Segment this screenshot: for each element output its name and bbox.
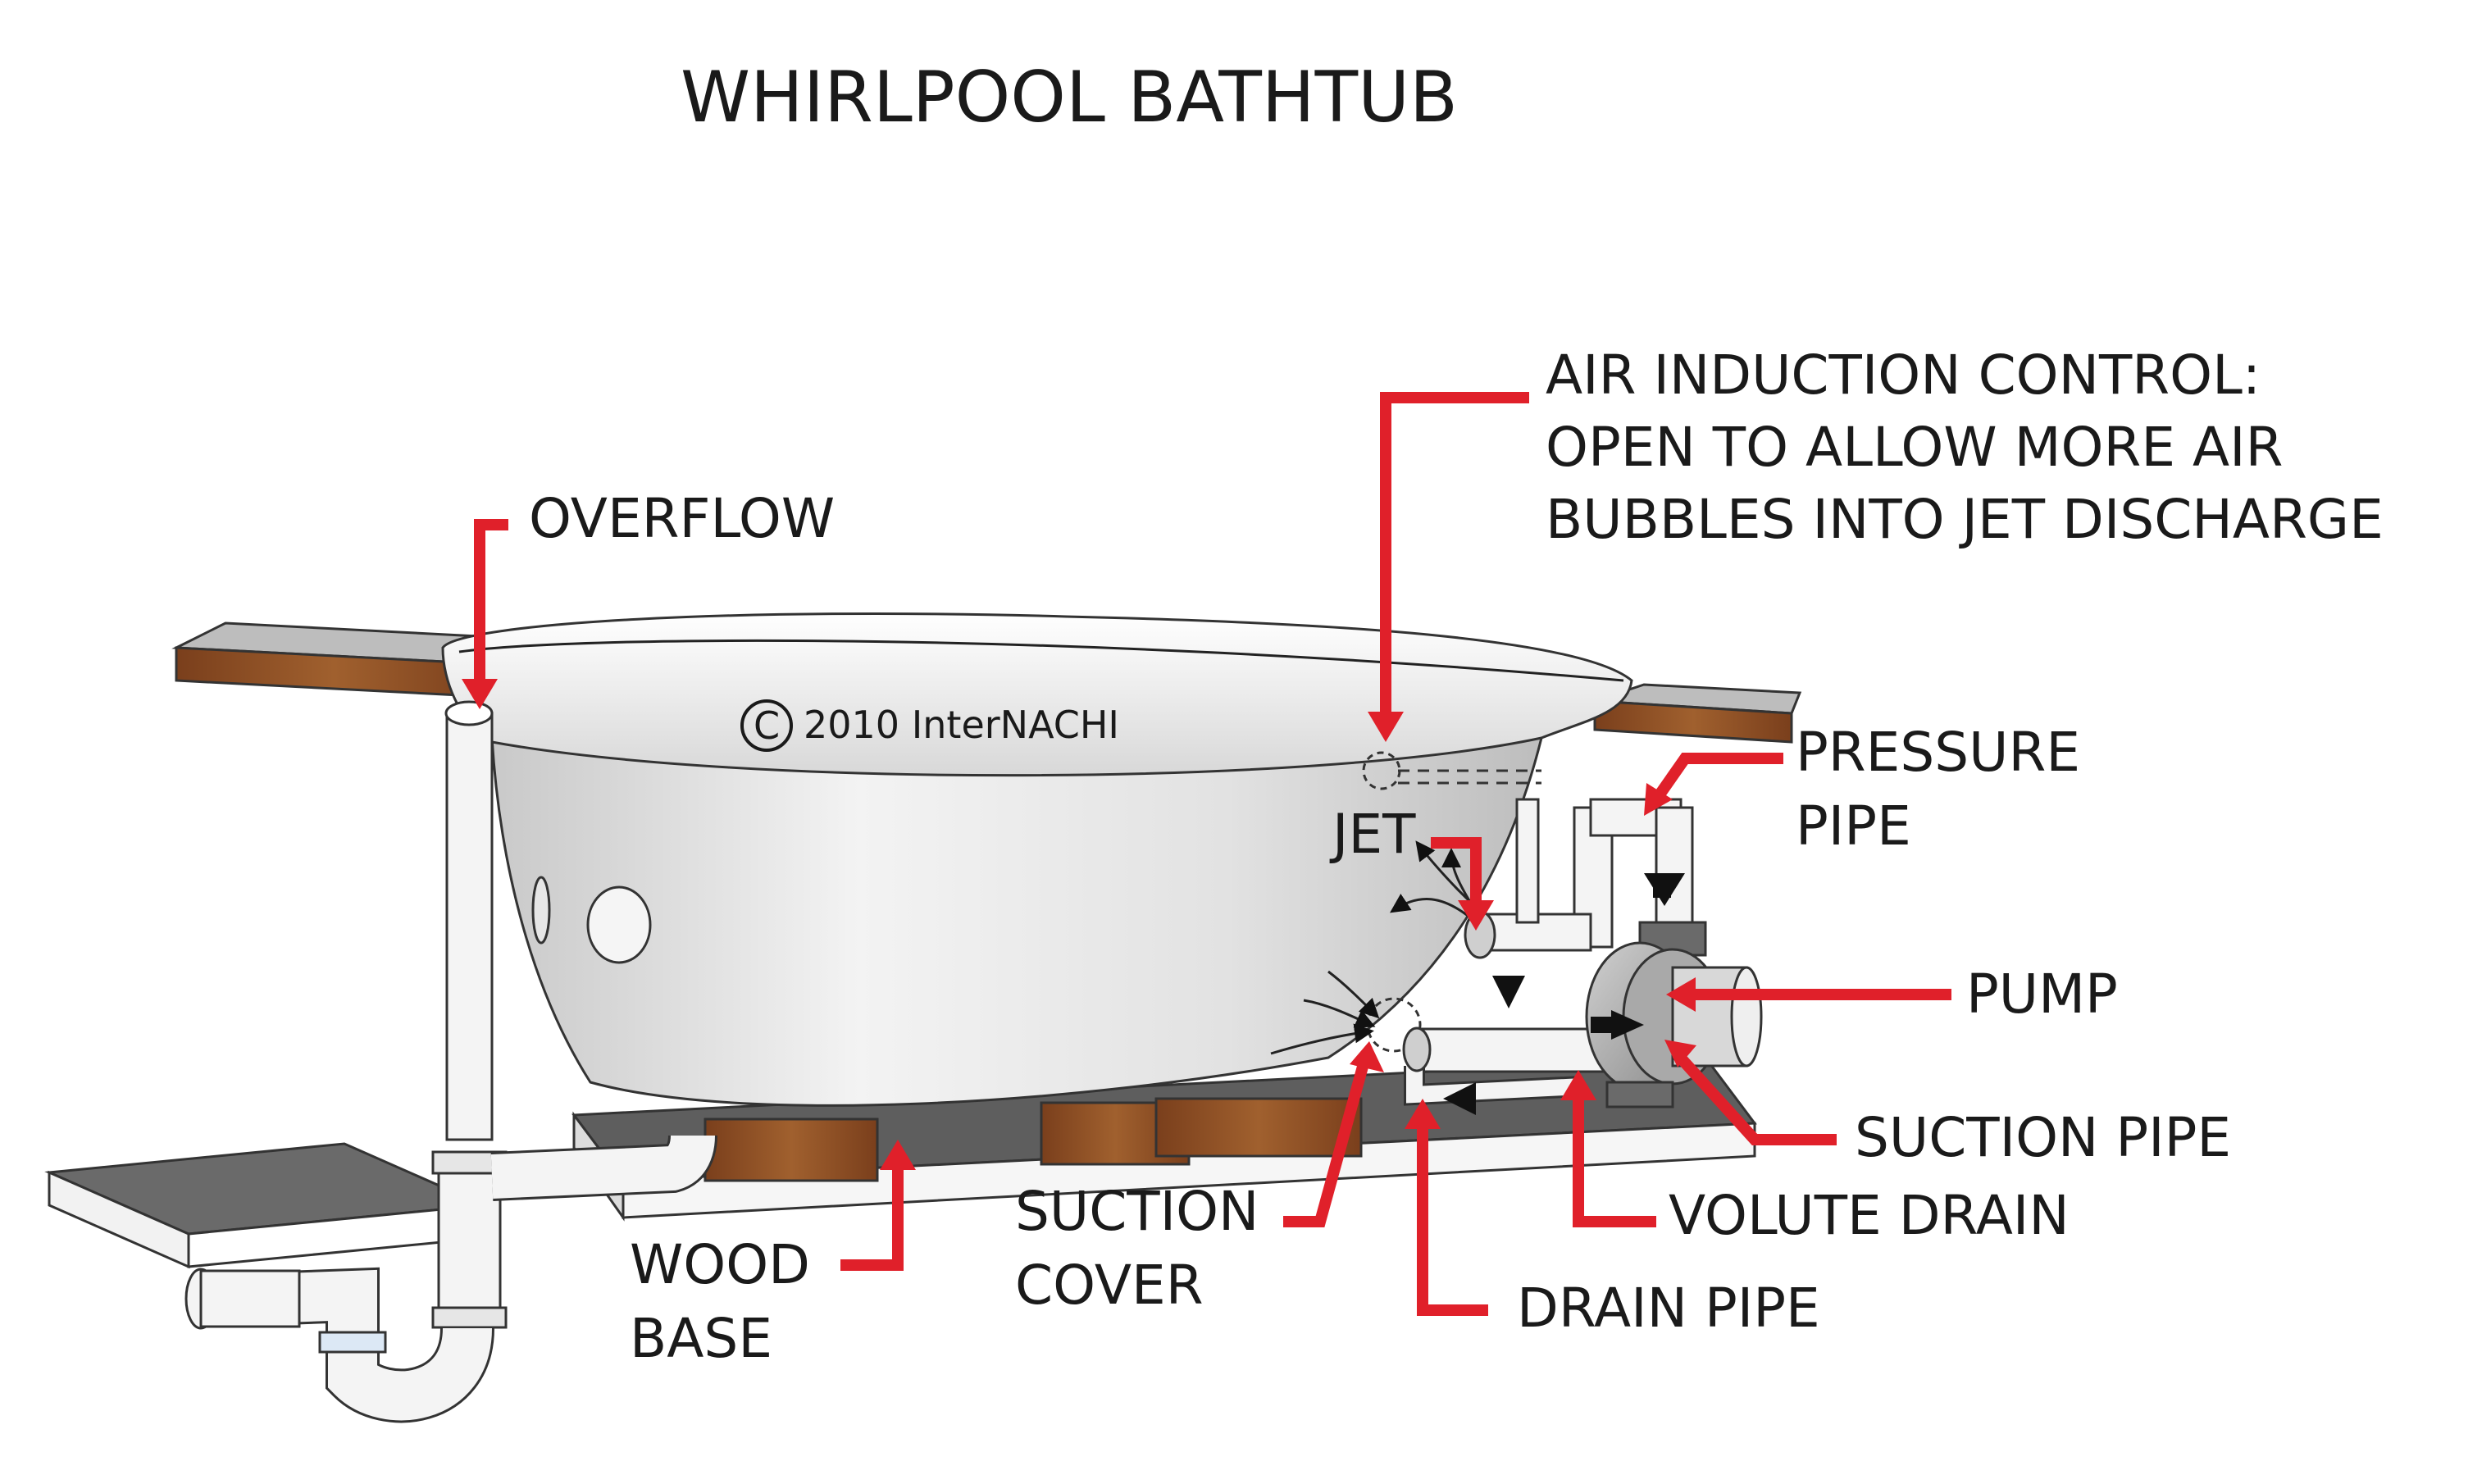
label-pressure-line-1: PRESSURE <box>1796 721 2080 784</box>
leader-volute-drain <box>1573 1086 1656 1227</box>
leader-suction-pipe-arrowhead <box>1664 1040 1696 1067</box>
leader-jet-arrowhead <box>1458 900 1494 931</box>
flow-arrows <box>1270 840 1685 1115</box>
label-drain-pipe: DRAIN PIPE <box>1517 1277 1820 1340</box>
label-jet: JET <box>1329 803 1416 866</box>
leader-pressure-pipe-arrowhead <box>1644 783 1673 816</box>
leader-air-induction <box>1380 392 1529 726</box>
label-wood-base-line-1: WOOD <box>630 1233 810 1296</box>
leader-pressure-pipe <box>1651 753 1783 803</box>
label-volute-drain: VOLUTE DRAIN <box>1669 1184 2070 1247</box>
diagram-title: WHIRLPOOL BATHTUB <box>681 57 1458 139</box>
leader-air-induction-arrowhead <box>1368 712 1404 742</box>
leader-wood-base <box>840 1156 904 1271</box>
leader-wood-base-arrowhead <box>880 1140 916 1170</box>
leader-overflow <box>474 519 508 693</box>
copyright-symbol: C <box>754 703 780 748</box>
leader-volute-drain-arrowhead <box>1560 1070 1596 1100</box>
floor-slab <box>44 1142 489 1269</box>
label-air-induction-line-3: BUBBLES INTO JET DISCHARGE <box>1546 488 2384 551</box>
label-suction-cover-line-1: SUCTION <box>1015 1180 1259 1243</box>
leader-pump-arrowhead <box>1666 977 1696 1012</box>
copyright-text: 2010 InterNACHI <box>804 703 1119 747</box>
label-pressure-line-2: PIPE <box>1796 794 1911 858</box>
labels: OVERFLOW AIR INDUCTION CONTROL: OPEN TO … <box>529 344 2384 1370</box>
leader-drain-pipe-arrowhead <box>1405 1099 1441 1129</box>
label-air-induction-line-2: OPEN TO ALLOW MORE AIR <box>1546 416 2283 479</box>
leader-suction-cover-arrowhead <box>1350 1041 1384 1072</box>
leader-overflow-arrowhead <box>462 679 498 709</box>
label-suction-cover-line-2: COVER <box>1015 1254 1204 1317</box>
leader-drain-pipe <box>1417 1115 1488 1316</box>
leader-jet <box>1431 837 1482 914</box>
label-overflow: OVERFLOW <box>529 487 835 550</box>
leader-suction-cover <box>1283 1056 1371 1227</box>
leader-suction-pipe <box>1672 1049 1837 1145</box>
copyright: C 2010 InterNACHI <box>740 699 1119 752</box>
leader-lines <box>462 392 1951 1316</box>
label-wood-base-line-2: BASE <box>630 1307 772 1370</box>
label-air-induction-line-1: AIR INDUCTION CONTROL: <box>1546 344 2261 407</box>
label-suction-pipe: SUCTION PIPE <box>1855 1106 2231 1169</box>
wood-base-blocks <box>704 1097 1363 1182</box>
label-pump: PUMP <box>1966 963 2118 1026</box>
tub-body <box>441 612 1633 1107</box>
